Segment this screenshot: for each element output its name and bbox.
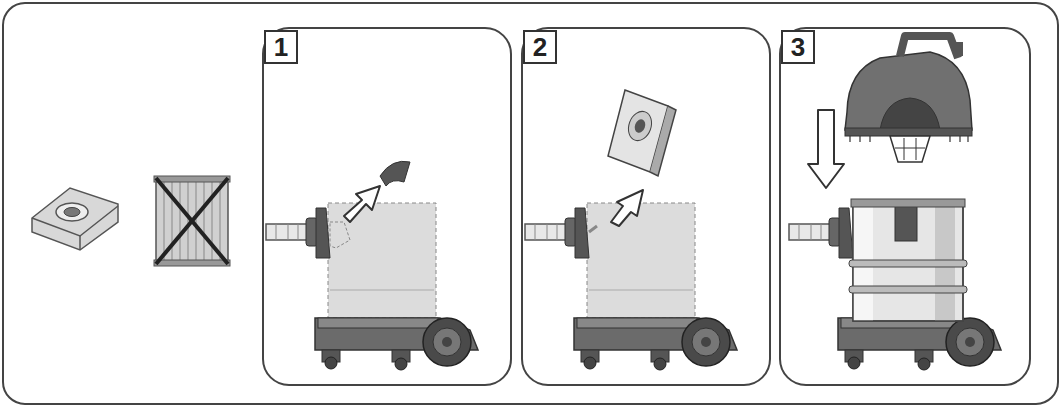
step-number: 3 [791, 34, 805, 60]
filter-icon [154, 176, 230, 266]
step-number: 1 [274, 34, 288, 60]
step-2-drawing [525, 190, 737, 370]
step-number: 2 [533, 34, 547, 60]
tank-and-head [808, 36, 972, 321]
step-number-box: 1 [264, 30, 298, 64]
step-1-drawing [266, 161, 478, 370]
bag-drawing [608, 90, 676, 176]
bag-icon [32, 188, 118, 250]
step-number-box: 2 [523, 30, 557, 64]
step-number-box: 3 [781, 30, 815, 64]
